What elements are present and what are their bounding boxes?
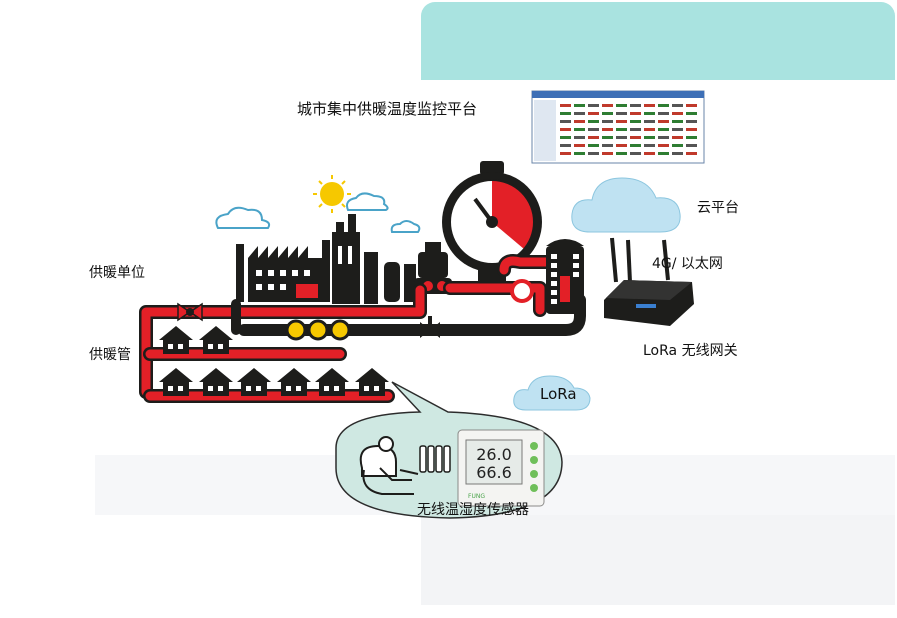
background-block	[421, 515, 895, 605]
heating-pipe-label: 供暖管	[89, 347, 131, 363]
sensor-label: 无线温湿度传感器	[417, 502, 529, 518]
house-icon	[277, 368, 311, 396]
cloud-icon	[215, 192, 421, 233]
house-icon	[159, 326, 193, 354]
sensor-brand: FUNG	[468, 493, 485, 500]
valve-icon	[177, 302, 440, 338]
house-icon	[237, 368, 271, 396]
houses	[159, 326, 389, 396]
sensor-temperature-readout: 26.0	[476, 445, 512, 464]
sun-icon	[313, 175, 351, 213]
person-icon	[359, 436, 419, 495]
house-icon	[159, 368, 193, 396]
decorative-teal-panel	[421, 2, 895, 80]
cloud-icon	[513, 375, 591, 411]
house-icon	[199, 368, 233, 396]
boiler-tower-icon	[510, 239, 584, 314]
platform-title: 城市集中供暖温度监控平台	[297, 100, 478, 118]
house-icon	[199, 326, 233, 354]
circulation-pumps	[285, 319, 351, 341]
gateway-label: LoRa 无线网关	[643, 343, 738, 359]
sensor-humidity-readout: 66.6	[476, 463, 512, 482]
house-icon	[355, 368, 389, 396]
factory-icon	[236, 214, 416, 304]
pump-icon	[414, 242, 452, 294]
thermometer-sensor-icon: 26.0 66.6 FUNG	[457, 429, 545, 507]
cloud-icon	[571, 177, 681, 233]
return-pipe	[231, 294, 586, 336]
radiator-icon	[419, 445, 451, 473]
lora-label: LoRa	[540, 385, 577, 403]
pressure-gauge-icon	[442, 161, 542, 292]
monitoring-screen-thumbnail	[531, 90, 705, 164]
network-label: 4G/ 以太网	[652, 256, 723, 272]
heating-unit-label: 供暖单位	[89, 265, 145, 281]
cloud-platform-label: 云平台	[697, 200, 739, 216]
house-icon	[315, 368, 349, 396]
gateway-router-icon	[604, 237, 694, 326]
